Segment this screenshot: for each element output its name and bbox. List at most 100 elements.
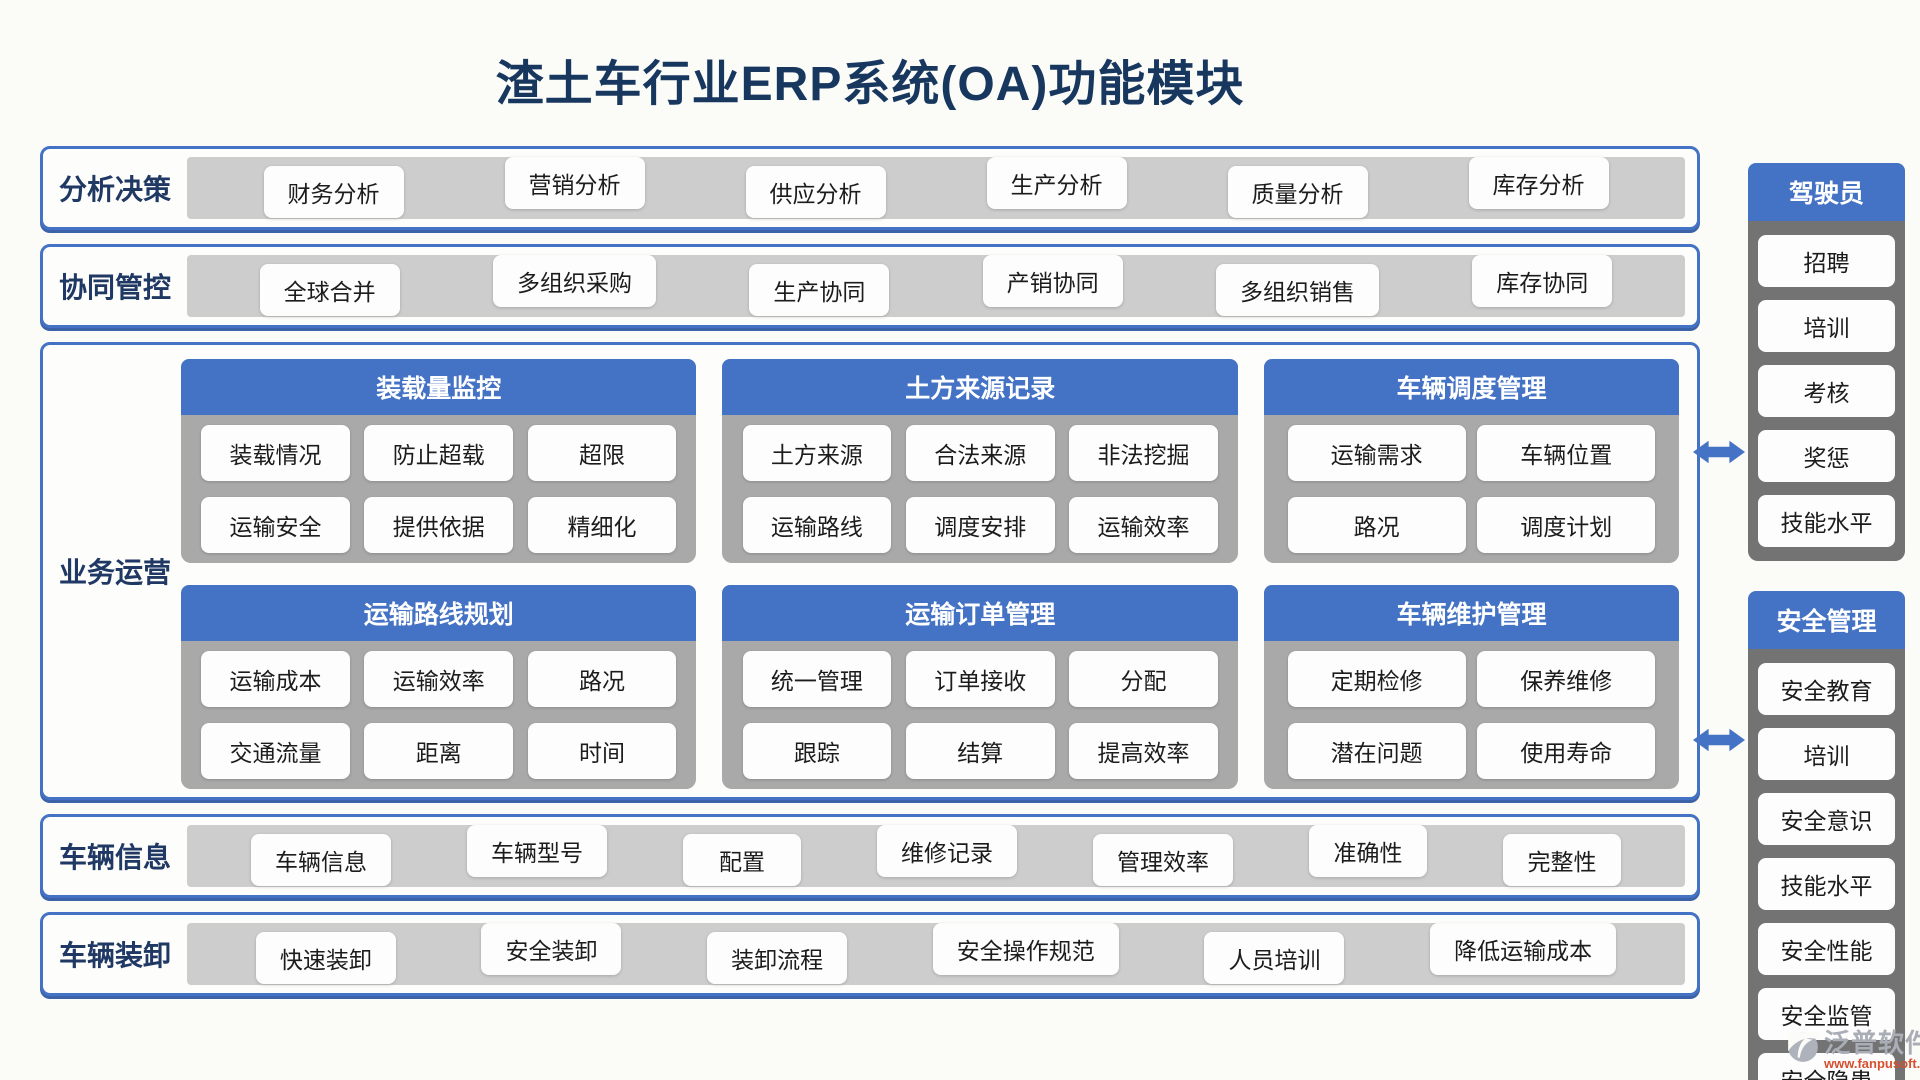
row-label: 车辆装卸 <box>59 940 172 971</box>
sidebar-chip[interactable]: 考核 <box>1758 365 1895 417</box>
panel-body: 土方来源合法来源非法挖掘运输路线调度安排运输效率 <box>722 415 1238 563</box>
panel-title: 车辆维护管理 <box>1263 585 1679 641</box>
module-chip[interactable]: 提供依据 <box>364 497 514 553</box>
module-chip[interactable]: 完整性 <box>1503 834 1621 886</box>
module-chip[interactable]: 运输成本 <box>201 651 350 707</box>
sidebar-title: 驾驶员 <box>1748 163 1905 221</box>
module-chip[interactable]: 分配 <box>1069 651 1218 707</box>
module-chip[interactable]: 全球合并 <box>259 264 400 316</box>
page-title: 渣土车行业ERP系统(OA)功能模块 <box>495 58 1245 111</box>
module-chip[interactable]: 运输安全 <box>201 497 350 553</box>
module-chip[interactable]: 配置 <box>683 834 801 886</box>
sidebar-chip[interactable]: 技能水平 <box>1758 858 1895 910</box>
panel-title: 车辆调度管理 <box>1263 359 1679 415</box>
business-panel: 车辆维护管理 定期检修保养维修潜在问题使用寿命 <box>1263 585 1679 789</box>
module-chip[interactable]: 订单接收 <box>905 651 1055 707</box>
row-items-bar: 快速装卸 安全装卸 装卸流程 安全操作规范 人员培训 降低运输成本 <box>187 923 1685 985</box>
module-chip[interactable]: 供应分析 <box>745 166 886 218</box>
module-chip[interactable]: 多组织采购 <box>492 255 656 307</box>
module-chip[interactable]: 提高效率 <box>1069 723 1218 779</box>
sidebar-chip[interactable]: 安全性能 <box>1758 923 1895 975</box>
module-chip[interactable]: 准确性 <box>1309 825 1427 877</box>
module-chip[interactable]: 精细化 <box>527 497 677 553</box>
panel-title: 运输订单管理 <box>722 585 1238 641</box>
sidebar-title: 安全管理 <box>1748 591 1905 649</box>
module-chip[interactable]: 车辆型号 <box>467 825 607 877</box>
module-chip[interactable]: 定期检修 <box>1287 651 1466 707</box>
module-chip[interactable]: 库存协同 <box>1472 255 1613 307</box>
sidebar-chip[interactable]: 培训 <box>1758 300 1895 352</box>
module-chip[interactable]: 生产分析 <box>986 157 1127 209</box>
sidebar-chip[interactable]: 安全意识 <box>1758 793 1895 845</box>
panel-title: 装载量监控 <box>181 359 697 415</box>
module-chip[interactable]: 调度计划 <box>1477 497 1656 553</box>
sidebar-chip[interactable]: 安全隐患 <box>1758 1053 1895 1080</box>
module-chip[interactable]: 时间 <box>527 723 677 779</box>
module-chip[interactable]: 潜在问题 <box>1287 723 1466 779</box>
module-chip[interactable]: 结算 <box>905 723 1055 779</box>
module-chip[interactable]: 运输路线 <box>742 497 892 553</box>
fanpu-logo-icon <box>1786 1030 1820 1064</box>
module-chip[interactable]: 超限 <box>527 425 677 481</box>
module-chip[interactable]: 合法来源 <box>905 425 1055 481</box>
module-chip[interactable]: 交通流量 <box>201 723 350 779</box>
module-chip[interactable]: 快速装卸 <box>255 932 396 984</box>
panel-body: 运输需求车辆位置路况调度计划 <box>1263 415 1679 563</box>
sidebar-chip[interactable]: 奖惩 <box>1758 430 1895 482</box>
sidebar-chip[interactable]: 培训 <box>1758 728 1895 780</box>
row-label: 车辆信息 <box>59 842 172 873</box>
module-chip[interactable]: 统一管理 <box>742 651 892 707</box>
sidebar-chip[interactable]: 招聘 <box>1758 235 1895 287</box>
module-chip[interactable]: 防止超载 <box>364 425 514 481</box>
sidebar-group: 安全管理 安全教育培训安全意识技能水平安全性能安全监管安全隐患 <box>1748 591 1905 1080</box>
module-chip[interactable]: 多组织销售 <box>1215 264 1379 316</box>
module-row: 协同管控 全球合并 多组织采购 生产协同 产销协同 多组织销售 库存协同 <box>40 244 1700 328</box>
module-chip[interactable]: 非法挖掘 <box>1069 425 1218 481</box>
panel-body: 定期检修保养维修潜在问题使用寿命 <box>1263 641 1679 789</box>
module-chip[interactable]: 距离 <box>364 723 514 779</box>
module-chip[interactable]: 装载情况 <box>201 425 350 481</box>
module-chip[interactable]: 管理效率 <box>1093 834 1233 886</box>
module-chip[interactable]: 路况 <box>1287 497 1466 553</box>
module-chip[interactable]: 车辆信息 <box>251 834 391 886</box>
module-chip[interactable]: 维修记录 <box>877 825 1017 877</box>
module-chip[interactable]: 库存分析 <box>1468 157 1609 209</box>
brand-footer: 泛普软件 www.fanpusoft.com <box>1786 1029 1920 1072</box>
module-chip[interactable]: 调度安排 <box>905 497 1055 553</box>
brand-url[interactable]: www.fanpusoft.com <box>1824 1056 1920 1072</box>
sidebar-chip[interactable]: 技能水平 <box>1758 495 1895 547</box>
module-chip[interactable]: 运输效率 <box>1069 497 1218 553</box>
main-column: 分析决策 财务分析 营销分析 供应分析 生产分析 质量分析 库存分析 协同管控 全球合并 多… <box>40 146 1700 996</box>
module-chip[interactable]: 财务分析 <box>263 166 404 218</box>
panel-body: 运输成本运输效率路况交通流量距离时间 <box>181 641 697 789</box>
business-panel: 运输订单管理 统一管理订单接收分配跟踪结算提高效率 <box>722 585 1238 789</box>
module-chip[interactable]: 土方来源 <box>742 425 892 481</box>
module-chip[interactable]: 质量分析 <box>1227 166 1368 218</box>
module-chip[interactable]: 安全操作规范 <box>932 923 1119 975</box>
module-chip[interactable]: 保养维修 <box>1477 651 1656 707</box>
module-chip[interactable]: 安全装卸 <box>481 923 622 975</box>
module-chip[interactable]: 运输需求 <box>1287 425 1466 481</box>
module-chip[interactable]: 降低运输成本 <box>1430 923 1617 975</box>
row-label: 协同管控 <box>59 272 172 303</box>
module-chip[interactable]: 生产协同 <box>749 264 890 316</box>
panel-body: 统一管理订单接收分配跟踪结算提高效率 <box>722 641 1238 789</box>
sidebar-items: 招聘培训考核奖惩技能水平 <box>1748 221 1905 561</box>
module-chip[interactable]: 路况 <box>527 651 677 707</box>
row-items-bar: 全球合并 多组织采购 生产协同 产销协同 多组织销售 库存协同 <box>187 255 1685 317</box>
double-arrow-icon <box>1693 436 1745 468</box>
sidebar-chip[interactable]: 安全教育 <box>1758 663 1895 715</box>
module-chip[interactable]: 使用寿命 <box>1477 723 1656 779</box>
module-chip[interactable]: 人员培训 <box>1204 932 1345 984</box>
module-row: 分析决策 财务分析 营销分析 供应分析 生产分析 质量分析 库存分析 <box>40 146 1700 230</box>
row-label: 分析决策 <box>59 174 172 205</box>
sidebar-chip[interactable]: 安全监管 <box>1758 988 1895 1040</box>
module-chip[interactable]: 产销协同 <box>982 255 1123 307</box>
module-chip[interactable]: 车辆位置 <box>1477 425 1656 481</box>
module-chip[interactable]: 营销分析 <box>504 157 645 209</box>
panel-title: 土方来源记录 <box>722 359 1238 415</box>
module-chip[interactable]: 装卸流程 <box>707 932 848 984</box>
module-chip[interactable]: 运输效率 <box>364 651 514 707</box>
module-chip[interactable]: 跟踪 <box>742 723 892 779</box>
